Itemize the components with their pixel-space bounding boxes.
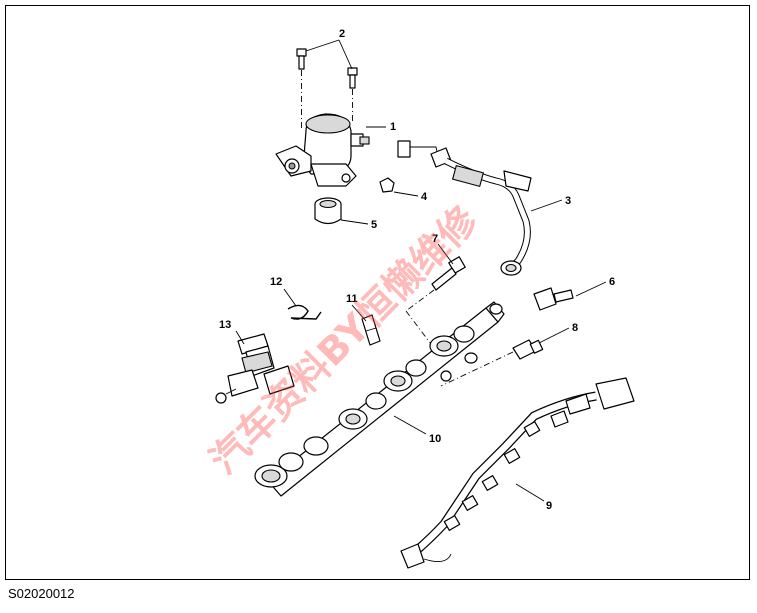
callout-3: 3 — [565, 195, 571, 207]
callout-9: 9 — [546, 500, 552, 512]
leader-lines — [235, 39, 607, 502]
fuel-pump-part-1 — [275, 113, 370, 187]
figure-code: S02020012 — [8, 586, 75, 601]
fuel-rail-part-10 — [254, 301, 505, 497]
tappet-part-5 — [314, 197, 342, 225]
fuel-pipe-part-3 — [397, 140, 532, 276]
pressure-sensor-part-6 — [533, 287, 574, 311]
clip-part-11 — [361, 314, 381, 346]
plug-part-8 — [512, 339, 544, 360]
exploded-diagram: 2 1 4 5 3 7 6 8 12 11 13 10 9 — [215, 28, 635, 569]
callout-10: 10 — [429, 433, 441, 445]
callout-13: 13 — [219, 319, 231, 331]
callout-2: 2 — [339, 28, 345, 40]
bolt-part-2b — [347, 67, 358, 89]
callout-7: 7 — [432, 233, 438, 245]
callout-6: 6 — [609, 276, 615, 288]
injector-part-13 — [215, 333, 295, 404]
spring-clip-part-12 — [287, 304, 322, 320]
callout-12: 12 — [270, 276, 282, 288]
bolt-part-7 — [431, 256, 466, 291]
diagram-frame: 2 1 4 5 3 7 6 8 12 11 13 10 9 汽车资料BY恒懒维修 — [5, 5, 750, 580]
wiring-harness-part-9 — [400, 377, 635, 569]
callout-11: 11 — [346, 293, 358, 305]
callout-1: 1 — [390, 121, 396, 133]
bolt-7-dashline-2 — [405, 310, 435, 349]
plug-8-dashline — [440, 351, 514, 387]
callout-8: 8 — [572, 322, 578, 334]
callout-4: 4 — [421, 191, 428, 203]
bolt-7-dashline — [405, 289, 435, 312]
callout-5: 5 — [371, 219, 377, 231]
bolt-part-2a — [296, 48, 307, 70]
nut-part-4 — [379, 177, 395, 193]
